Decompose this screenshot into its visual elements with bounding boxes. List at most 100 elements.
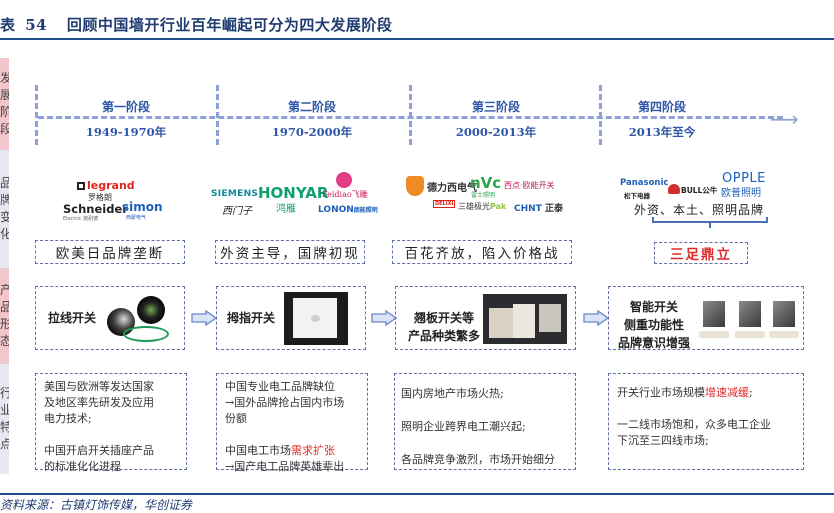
brace-bracket-icon bbox=[652, 217, 768, 228]
footer-divider bbox=[0, 493, 834, 495]
chint-cn: 正泰 bbox=[544, 204, 563, 214]
nvc-logo: nVc bbox=[470, 174, 502, 192]
stage-2-name: 第二阶段 bbox=[287, 100, 336, 114]
brand-summary-3: 百花齐放，陷入价格战 bbox=[392, 240, 572, 264]
product-label-2: 拇指开关 bbox=[227, 311, 276, 325]
lonon-cn: 朗能照明 bbox=[353, 207, 378, 214]
schneider-logo: Schneider bbox=[63, 202, 128, 216]
feature-text-segment: 中国开启开关插座产品 bbox=[44, 444, 154, 457]
feature-line: 电力技术; bbox=[44, 411, 184, 427]
row-label-char: 牌 bbox=[0, 193, 9, 207]
sanxiong-text: 三雄极光 bbox=[458, 202, 490, 211]
arrow-right-icon bbox=[371, 310, 397, 326]
timeline-arrow-icon: ⟶ bbox=[770, 107, 799, 131]
honyar-logo: HONYAR bbox=[258, 184, 329, 202]
arrow-right-icon bbox=[191, 310, 217, 326]
simon-logo: simon bbox=[122, 200, 163, 214]
panasonic-cn: 松下电器 bbox=[624, 192, 650, 200]
feature-line: 份额 bbox=[225, 411, 367, 427]
legrand-cn: 罗格朗 bbox=[88, 193, 112, 202]
timeline-tick bbox=[599, 85, 602, 145]
row-label-char: 行 bbox=[0, 386, 9, 400]
product-label-3-line: 翘板开关等 bbox=[413, 311, 474, 325]
smart-switch-image bbox=[773, 301, 795, 327]
feature-text-segment: ; bbox=[749, 386, 753, 399]
feature-line: 国内房地产市场火热; bbox=[401, 385, 575, 402]
panasonic-logo: Panasonic bbox=[620, 178, 669, 188]
row-label-char: 点 bbox=[0, 437, 9, 451]
row-label-brand: 品 牌 变 化 bbox=[0, 150, 9, 268]
row-label-product: 产 品 形 态 bbox=[0, 268, 9, 364]
stage3-brand-other: 西点·欧能开关 bbox=[504, 181, 555, 190]
feidiao-logo: Feidiao飞雕 bbox=[322, 190, 368, 199]
row-label-char: 化 bbox=[0, 227, 9, 241]
title-text: 回顾中国墙开行业百年崛起可分为四大发展阶段 bbox=[66, 16, 393, 34]
pull-switch-cord bbox=[123, 326, 169, 342]
feature-text-segment: 一二线市场饱和，众多电工企业 bbox=[617, 418, 771, 431]
thumb-switch-image bbox=[284, 292, 348, 345]
feature-line: 美国与欧洲等发达国家 bbox=[44, 379, 184, 395]
feature-line: →国产电工品牌英雄辈出 bbox=[225, 459, 367, 475]
feature-line: 中国开启开关插座产品 bbox=[44, 443, 184, 459]
product-label-3-line: 产品种类繁多 bbox=[407, 329, 480, 343]
brand-summary-2: 外资主导，国牌初现 bbox=[215, 240, 365, 264]
row-label-char: 展 bbox=[0, 88, 9, 102]
feature-line bbox=[617, 401, 802, 417]
product-label-4-line: 侧重功能性 bbox=[623, 318, 684, 332]
feature-line: 下沉至三四线市场; bbox=[617, 433, 802, 449]
feature-line: 开关行业市场规模增速减缓; bbox=[617, 385, 802, 401]
feature-text-segment: 中国电工市场 bbox=[225, 444, 291, 457]
product-box-1 bbox=[35, 286, 185, 350]
row-label-industry: 行 业 特 点 bbox=[0, 364, 9, 474]
timeline-tick bbox=[216, 85, 219, 145]
table-title: 表 54 回顾中国墙开行业百年崛起可分为四大发展阶段 bbox=[0, 14, 834, 38]
product-label-4-line: 智能开关 bbox=[629, 300, 678, 314]
rocker-panel bbox=[513, 304, 535, 338]
feature-line bbox=[401, 435, 575, 451]
highlight-text: 增速减缓 bbox=[705, 386, 749, 399]
feature-line: 各品牌竞争激烈，市场开始细分 bbox=[401, 451, 575, 468]
schneider-sub: Electric 施耐德 bbox=[63, 216, 99, 222]
feidiao-emblem-icon bbox=[336, 172, 352, 188]
feature-text-4: 开关行业市场规模增速减缓; 一二线市场饱和，众多电工企业下沉至三四线市场; bbox=[617, 385, 802, 449]
row-label-char: 产 bbox=[0, 283, 9, 297]
siemens-logo: SIEMENS bbox=[211, 189, 259, 199]
stage-2-years: 1970-2000年 bbox=[271, 125, 353, 139]
row-label-stage: 发 展 阶 段 bbox=[0, 58, 9, 150]
delixi-shield-icon bbox=[406, 176, 424, 196]
pak-text: Pak bbox=[490, 202, 507, 211]
feature-text-segment: →国产电工品牌英雄辈出 bbox=[225, 460, 345, 473]
row-label-char: 品 bbox=[0, 300, 9, 314]
arrow-right-icon bbox=[583, 310, 609, 326]
feature-text-segment: 美国与欧洲等发达国家 bbox=[44, 380, 154, 393]
feature-text-segment: 及地区率先研发及应用 bbox=[44, 396, 154, 409]
sanxiong-logo: 三雄极光Pak bbox=[458, 201, 506, 212]
honyar-cn: 鸿雁 bbox=[276, 204, 296, 215]
product-label-4-line: 品牌意识增强 bbox=[617, 336, 690, 350]
feature-text-3: 国内房地产市场火热;照明企业跨界电工潮兴起;各品牌竞争激烈，市场开始细分 bbox=[401, 385, 575, 468]
brand-summary-4: 三足鼎立 bbox=[654, 242, 748, 264]
lonon-text: LONON bbox=[318, 205, 354, 215]
feature-line bbox=[44, 427, 184, 443]
nvc-cn: 雷士照明 bbox=[471, 192, 496, 199]
rocker-switch-image bbox=[483, 294, 567, 344]
feature-box-4 bbox=[608, 373, 804, 470]
feature-line: 及地区率先研发及应用 bbox=[44, 395, 184, 411]
feature-text-segment: 中国专业电工品牌缺位 bbox=[225, 380, 335, 393]
siemens-cn: 西门子 bbox=[222, 206, 252, 217]
timeline-tick bbox=[35, 85, 38, 145]
feature-line: →国外品牌抢占国内市场 bbox=[225, 395, 367, 411]
feature-text-segment: 各品牌竞争激烈，市场开始细分 bbox=[401, 453, 555, 466]
stage-3-years: 2000-2013年 bbox=[455, 125, 537, 139]
lonon-logo: LONON朗能照明 bbox=[318, 205, 378, 215]
feature-box-2 bbox=[216, 373, 368, 470]
thumb-switch-knob bbox=[311, 315, 320, 322]
table-label: 表 bbox=[0, 16, 16, 34]
row-label-char: 形 bbox=[0, 317, 9, 331]
product-box-4 bbox=[608, 286, 804, 350]
bull-logo-icon bbox=[668, 184, 680, 194]
feature-line: 的标准化化进程 bbox=[44, 459, 184, 475]
legrand-logo: legrand bbox=[77, 179, 135, 192]
feature-line: 中国电工市场需求扩张 bbox=[225, 443, 367, 459]
product-label-4: 智能开关 侧重功能性 品牌意识增强 bbox=[609, 298, 699, 352]
